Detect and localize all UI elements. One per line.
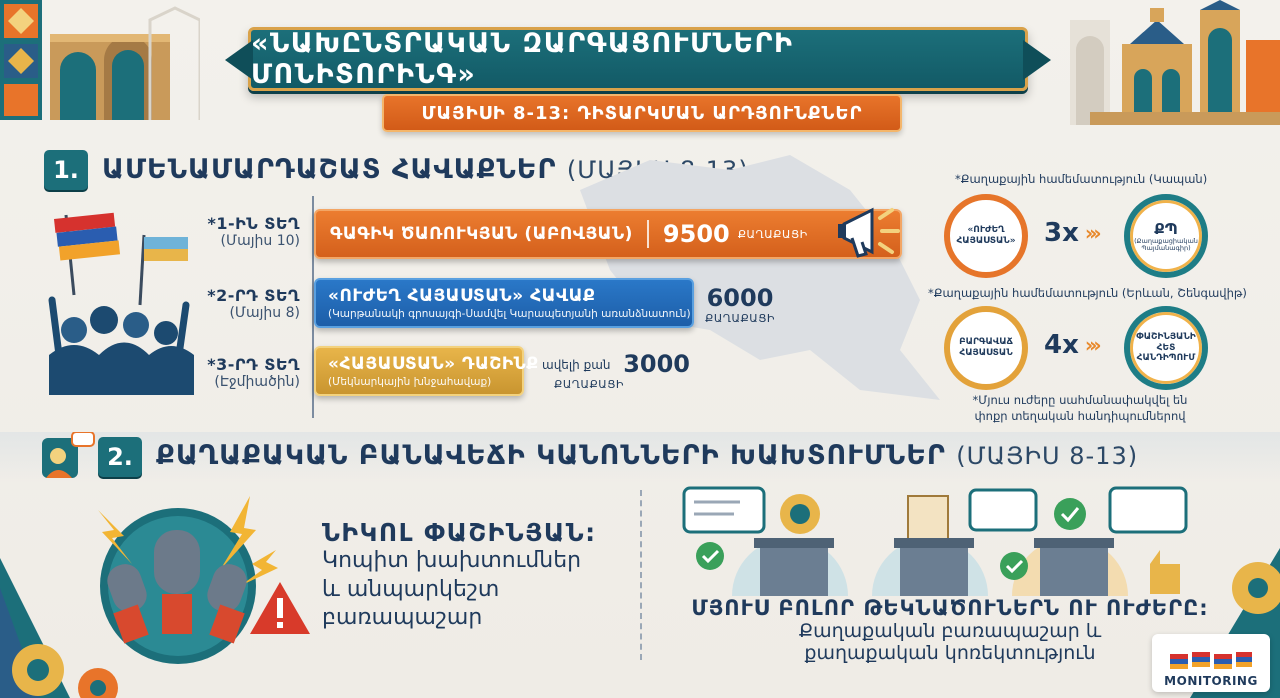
rank-1-unit: ՔԱՂԱՔԱՑԻ xyxy=(737,227,808,241)
cathedral-right-decoration xyxy=(1070,0,1280,125)
comparison-2-right-label: ՓԱՇԻՆՅԱՆԻ ՀԵՏ ՀԱՆԴԻՊՈՒՄ xyxy=(1136,331,1196,364)
comparison-2-left-label: ԲԱՐԳԱՎԱՃ ՀԱՅԱՍՏԱՆ xyxy=(959,337,1013,358)
pm-line-1: Կոպիտ խախտումներ xyxy=(322,548,582,573)
others-title: ՄՅՈՒՍ ԲՈԼՈՐ ԹԵԿՆԱԾՈՒՆԵՐՆ ՈՒ ՈՒԺԵՐԸ: xyxy=(691,596,1209,620)
pm-line-3: բառապաշար xyxy=(322,605,483,631)
rank-3-description: (Մեկնարկային խնջահավաք) xyxy=(328,376,492,388)
rank-1-date: (Մայիս 10) xyxy=(220,233,300,249)
gears-bottom-left-decoration xyxy=(0,558,118,698)
rank-2-date: (Մայիս 8) xyxy=(229,305,300,321)
microphones-lightning-illustration xyxy=(98,496,278,664)
comparison-note-others-line2: փոքր տեղական հանդիպումներով xyxy=(974,409,1186,424)
monitoring-logo: MONITORING xyxy=(1152,634,1270,692)
rank-3-unit: ՔԱՂԱՔԱՑԻ xyxy=(554,378,624,391)
others-line-2: քաղաքական կոռեկտություն xyxy=(804,642,1096,664)
rank-2-count-block: 6000 ՔԱՂԱՔԱՑԻ xyxy=(700,284,780,325)
rank-3-label: *3-ՐԴ ՏԵՂ (Էջմիածին) xyxy=(180,355,300,390)
comparison-1-mult-value: 3x xyxy=(1044,218,1079,248)
comparison-1-right-label: ՔՊ xyxy=(1154,219,1178,238)
rank-2-description: (Կարթանակի գրոսայգի-Սամվել Կարապետյանի ա… xyxy=(328,308,691,320)
rank-1-place: *1-ԻՆ ՏԵՂ xyxy=(207,214,300,233)
comparison-1-left-ring: «ՈՒԺԵՂ ՀԱՅԱՍՏԱՆ» xyxy=(944,194,1028,278)
rank-3-prefix: ավելի քան xyxy=(542,358,611,372)
comparison-1-right-ring: ՔՊ (Քաղաքացիական Պայմանագիր) xyxy=(1124,194,1208,278)
comparison-note-kapan: *Քաղաքային համեմատություն (Կապան) xyxy=(955,172,1208,186)
rank-1-separator xyxy=(646,220,649,248)
comparison-note-others-line1: *Մյուս ուժերը սահմանափակվել են xyxy=(972,393,1188,407)
flags-logo-icon xyxy=(1170,652,1252,669)
comparison-note-others: *Մյուս ուժերը սահմանափակվել են փոքր տեղա… xyxy=(960,392,1200,424)
pm-block: ՆԻԿՈԼ ՓԱՇԻՆՅԱՆ: Կոպիտ խախտումներ և անպար… xyxy=(322,518,597,633)
comparison-2-multiplier: 4x ››› xyxy=(1044,330,1102,360)
rank-2-place: *2-ՐԴ ՏԵՂ xyxy=(207,286,300,305)
section1-number: 1. xyxy=(44,150,88,190)
section2-divider xyxy=(640,490,642,660)
comparison-1-right-sublabel: (Քաղաքացիական Պայմանագիր) xyxy=(1134,236,1198,252)
rank-2-label: *2-ՐԴ ՏԵՂ (Մայիս 8) xyxy=(180,286,300,321)
rank-1-label: *1-ԻՆ ՏԵՂ (Մայիս 10) xyxy=(180,214,301,249)
comparison-note-yerevan: *Քաղաքային համեմատություն (Երևան, Շենգավ… xyxy=(928,286,1247,300)
rank-3-bar: «ՀԱՅԱՍՏԱՆ» ԴԱՇԻՆՔ (Մեկնարկային խնջահավաք… xyxy=(314,346,538,396)
main-title-banner: «ՆԱԽԸՆՏՐԱԿԱՆ ԶԱՐԳԱՑՈՒՄՆԵՐԻ ՄՈՆԻՏՈՐԻՆԳ» xyxy=(248,27,1028,91)
others-block: ՄՅՈՒՍ ԲՈԼՈՐ ԹԵԿՆԱԾՈՒՆԵՐՆ ՈՒ ՈՒԺԵՐԸ: Քաղա… xyxy=(670,596,1230,664)
podiums-speech-bubbles-illustration xyxy=(682,486,1188,596)
rank-3-place: *3-ՐԴ ՏԵՂ xyxy=(207,355,300,374)
chevron-right-icon: ››› xyxy=(1084,221,1102,245)
ranking-axis-line xyxy=(312,196,314,418)
others-line-1: Քաղաքական բառապաշար և xyxy=(798,620,1102,642)
rank-2-unit: ՔԱՂԱՔԱՑԻ xyxy=(705,312,775,325)
section2-header-band xyxy=(0,432,1280,482)
comparison-1-multiplier: 3x ››› xyxy=(1044,218,1102,248)
rank-3-location: (Էջմիածին) xyxy=(214,374,300,390)
speech-bubble-person-icon xyxy=(42,432,95,478)
comparison-2-right-ring: ՓԱՇԻՆՅԱՆԻ ՀԵՏ ՀԱՆԴԻՊՈՒՄ xyxy=(1124,306,1208,390)
rank-3-count-block: 3000 ՔԱՂԱՔԱՑԻ xyxy=(540,350,690,391)
comparison-2-mult-value: 4x xyxy=(1044,330,1079,360)
main-title: «ՆԱԽԸՆՏՐԱԿԱՆ ԶԱՐԳԱՑՈՒՄՆԵՐԻ ՄՈՆԻՏՈՐԻՆԳ» xyxy=(251,28,794,90)
subtitle: ՄԱՅԻՍԻ 8-13: ԴԻՏԱՐԿՄԱՆ ԱՐԴՅՈՒՆՔՆԵՐ xyxy=(421,102,863,124)
pm-line-2: և անպարկեշտ xyxy=(322,576,500,602)
rank-1-bar: ԳԱԳԻԿ ԾԱՌՈՒԿՅԱՆ (ԱԲՈՎՅԱՆ) 9500 ՔԱՂԱՔԱՑԻ xyxy=(314,209,902,259)
chevron-right-icon: ››› xyxy=(1084,333,1102,357)
comparison-1-left-label: «ՈՒԺԵՂ ՀԱՅԱՍՏԱՆ» xyxy=(956,225,1016,246)
rank-2-bar: «ՈՒԺԵՂ ՀԱՅԱՍՏԱՆ» ՀԱՎԱՔ (Կարթանակի գրոսայ… xyxy=(314,278,694,328)
rank-2-name: «ՈՒԺԵՂ ՀԱՅԱՍՏԱՆ» ՀԱՎԱՔ xyxy=(328,286,596,306)
subtitle-banner: ՄԱՅԻՍԻ 8-13: ԴԻՏԱՐԿՄԱՆ ԱՐԴՅՈՒՆՔՆԵՐ xyxy=(382,94,902,132)
crowd-with-flags-illustration xyxy=(48,212,194,395)
rank-3-name: «ՀԱՅԱՍՏԱՆ» ԴԱՇԻՆՔ xyxy=(328,354,539,374)
megaphone-icon xyxy=(838,207,900,258)
armenian-architecture-left-decoration xyxy=(0,0,200,120)
rank-1-name: ԳԱԳԻԿ ԾԱՌՈՒԿՅԱՆ (ԱԲՈՎՅԱՆ) xyxy=(330,224,633,244)
logo-text: MONITORING xyxy=(1164,674,1258,688)
section1-title-text: ԱՄԵՆԱՄԱՐԴԱՇԱՏ ՀԱՎԱՔՆԵՐ xyxy=(102,154,557,185)
pm-name: ՆԻԿՈԼ ՓԱՇԻՆՅԱՆ: xyxy=(322,518,597,547)
section2-period: (ՄԱՅԻՍ 8-13) xyxy=(956,442,1139,470)
comparison-2-left-ring: ԲԱՐԳԱՎԱՃ ՀԱՅԱՍՏԱՆ xyxy=(944,306,1028,390)
section2-number: 2. xyxy=(98,437,142,477)
rank-1-count: 9500 xyxy=(662,220,730,248)
warning-triangle-icon xyxy=(250,582,310,634)
rank-3-count: 3000 xyxy=(623,350,690,378)
section2-title: ՔԱՂԱՔԱԿԱՆ ԲԱՆԱՎԵՃԻ ԿԱՆՈՆՆԵՐԻ ԽԱԽՏՈՒՄՆԵՐ … xyxy=(156,440,1138,471)
section2-title-text: ՔԱՂԱՔԱԿԱՆ ԲԱՆԱՎԵՃԻ ԿԱՆՈՆՆԵՐԻ ԽԱԽՏՈՒՄՆԵՐ xyxy=(156,440,946,471)
rank-2-count: 6000 xyxy=(706,284,774,312)
